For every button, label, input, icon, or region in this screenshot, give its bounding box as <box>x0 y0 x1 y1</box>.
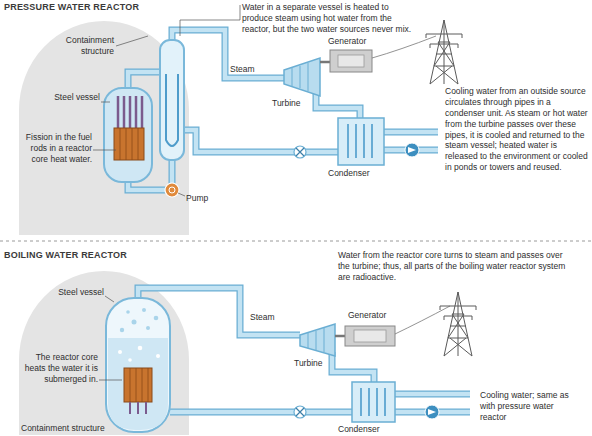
turbine <box>284 58 320 96</box>
part-label: Generator <box>328 36 366 47</box>
turbine <box>300 324 335 356</box>
fuel-rods <box>114 128 144 160</box>
return-pipe <box>184 90 360 152</box>
section-heading: PRESSURE WATER REACTOR <box>4 2 139 14</box>
part-label: Generator <box>348 310 386 321</box>
generator <box>330 50 372 72</box>
part-label: Condenser <box>328 168 370 179</box>
containment-structure <box>18 20 190 236</box>
callout-note: The reactor core heats the water it is s… <box>16 352 98 385</box>
part-label: Turbine <box>294 358 323 369</box>
callout-note: Fission in the fuel rods in a reactor co… <box>16 132 92 165</box>
steam-pipe <box>172 30 286 78</box>
part-label: Steam <box>230 64 255 75</box>
cooling-pipes <box>395 394 470 419</box>
reactor-core <box>124 368 152 402</box>
valve <box>294 146 306 158</box>
part-label: Steel vessel <box>58 287 104 298</box>
steam-generator <box>160 40 184 160</box>
part-label: Condenser <box>338 424 380 435</box>
callout-note: Water from the reactor core turns to ste… <box>338 250 570 283</box>
section-heading: BOILING WATER REACTOR <box>4 250 127 262</box>
part-label: Containment structure <box>21 423 105 434</box>
callout-note: Cooling water; same as with pressure wat… <box>480 390 572 423</box>
steel-vessel <box>104 88 152 182</box>
power-pylon <box>426 20 462 84</box>
callout-note: Water in a separate vessel is heated to … <box>242 2 420 35</box>
return-pipe <box>170 352 374 412</box>
cooling-pipes <box>384 132 438 157</box>
steel-vessel <box>106 298 170 432</box>
callout-note: Cooling water from an outside source cir… <box>445 86 588 173</box>
condenser <box>338 118 384 165</box>
generator <box>345 326 395 346</box>
valve <box>294 406 306 418</box>
pump <box>165 183 179 197</box>
part-label: Steam <box>250 312 275 323</box>
part-label: Containment structure <box>50 35 114 57</box>
power-pylon <box>440 292 476 356</box>
part-label: Steel vessel <box>54 92 100 103</box>
part-label: Turbine <box>272 98 301 109</box>
section-divider <box>0 241 592 242</box>
condenser <box>352 382 395 422</box>
part-label: Pump <box>186 193 208 204</box>
